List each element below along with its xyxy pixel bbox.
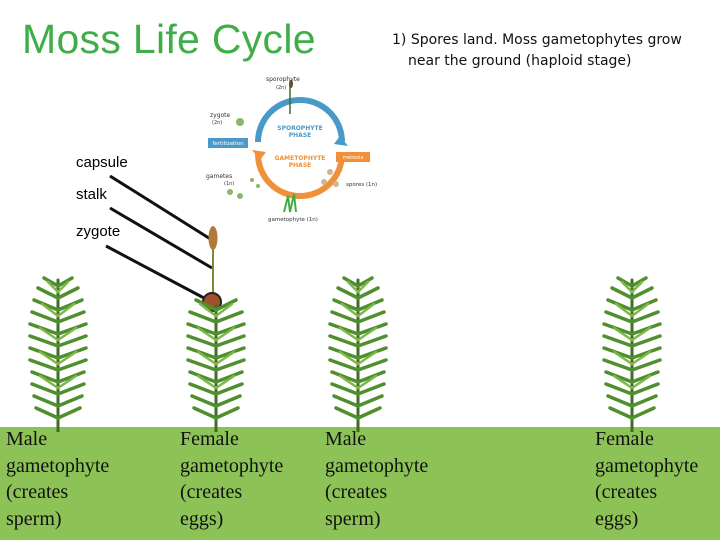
plant-label-4: Female gametophyte (creates eggs) bbox=[595, 426, 698, 532]
diagram-spores: spores (1n) bbox=[346, 182, 377, 188]
zygote-cell-icon bbox=[236, 118, 244, 126]
stalk-label: stalk bbox=[76, 186, 107, 203]
gamete-cell-icon bbox=[227, 189, 233, 195]
plant-label-line: gametophyte bbox=[6, 454, 110, 477]
moss-plant-male-1 bbox=[28, 276, 88, 432]
plant-label-line: eggs) bbox=[180, 507, 224, 530]
step-line-2: near the ground (haploid stage) bbox=[408, 53, 632, 69]
gamete-cell-icon bbox=[256, 184, 260, 188]
plant-label-line: sperm) bbox=[325, 507, 381, 530]
capsule-mini-icon bbox=[289, 80, 293, 88]
diagram-meiosis: meiosis bbox=[343, 155, 364, 161]
diagram-gametophyte-phase-1: GAMETOPHYTE bbox=[275, 155, 326, 162]
diagram-gametophyte-phase-2: PHASE bbox=[289, 162, 311, 169]
diagram-gametophyte: gametophyte (1n) bbox=[268, 217, 318, 223]
plant-label-line: sperm) bbox=[6, 507, 62, 530]
plant-label-line: gametophyte bbox=[595, 454, 699, 477]
plant-label-1: Male gametophyte (creates sperm) bbox=[6, 426, 109, 532]
plant-label-line: Male bbox=[325, 428, 367, 450]
diagram-gametes-ploidy: (1n) bbox=[224, 181, 234, 187]
moss-plant-female-2 bbox=[602, 276, 662, 432]
stalk-pointer-line bbox=[109, 206, 213, 270]
capsule-label: capsule bbox=[76, 154, 128, 171]
fertilization-box bbox=[208, 138, 248, 148]
zygote-label: zygote bbox=[76, 223, 121, 240]
diagram-sporophyte-ploidy: (2n) bbox=[276, 85, 286, 91]
plant-label-line: Female bbox=[180, 428, 239, 450]
spore-icon bbox=[333, 181, 339, 187]
gametophyte-arc bbox=[255, 153, 345, 199]
step-line-1: 1) Spores land. Moss gametophytes grow bbox=[392, 32, 682, 48]
plant-label-3: Male gametophyte (creates sperm) bbox=[325, 426, 428, 532]
plant-label-line: (creates bbox=[595, 481, 658, 503]
diagram-sporophyte-phase-1: SPOROPHYTE bbox=[277, 125, 323, 132]
sporophyte-arc bbox=[255, 97, 345, 143]
diagram-zygote: zygote bbox=[210, 112, 231, 119]
plant-label-line: eggs) bbox=[595, 507, 639, 530]
spore-icon bbox=[327, 169, 333, 175]
plant-label-line: gametophyte bbox=[180, 454, 284, 477]
moss-plant-icon bbox=[186, 298, 246, 432]
diagram-zygote-ploidy: (2n) bbox=[212, 120, 222, 126]
plant-label-line: (creates bbox=[6, 481, 69, 503]
diagram-gametes: gametes bbox=[206, 173, 232, 180]
moss-plant-female-1 bbox=[186, 298, 246, 432]
moss-plant-male-2 bbox=[328, 276, 388, 432]
diagram-fertilization: fertilization bbox=[212, 141, 244, 147]
gamete-cell-icon bbox=[250, 178, 254, 182]
plant-label-line: Female bbox=[595, 428, 654, 450]
gametophyte-mini-icon bbox=[283, 193, 297, 213]
capsule-pointer-line bbox=[109, 174, 213, 242]
plant-label-line: Male bbox=[6, 428, 48, 450]
ground-band bbox=[0, 427, 720, 540]
gamete-cell-icon bbox=[237, 193, 243, 199]
diagram-sporophyte: sporophyte bbox=[266, 76, 300, 83]
plant-label-line: (creates bbox=[325, 481, 388, 503]
slide-title: Moss Life Cycle bbox=[22, 16, 316, 62]
life-cycle-diagram: sporophyte (2n) zygote (2n) SPOROPHYTE P… bbox=[206, 76, 377, 223]
arrow-head-icon bbox=[334, 136, 348, 146]
moss-plant-icon bbox=[28, 276, 88, 432]
plant-label-line: gametophyte bbox=[325, 454, 429, 477]
arrow-head-icon bbox=[252, 150, 266, 160]
moss-plant-icon bbox=[602, 276, 662, 432]
plant-label-line: (creates bbox=[180, 481, 243, 503]
sporophyte-capsule bbox=[208, 226, 218, 250]
step-description: 1) Spores land. Moss gametophytes grow n… bbox=[392, 30, 712, 72]
plant-label-2: Female gametophyte (creates eggs) bbox=[180, 426, 283, 532]
meiosis-box bbox=[336, 152, 370, 162]
spore-icon bbox=[321, 179, 327, 185]
diagram-sporophyte-phase-2: PHASE bbox=[289, 132, 311, 139]
moss-plant-icon bbox=[328, 276, 388, 432]
